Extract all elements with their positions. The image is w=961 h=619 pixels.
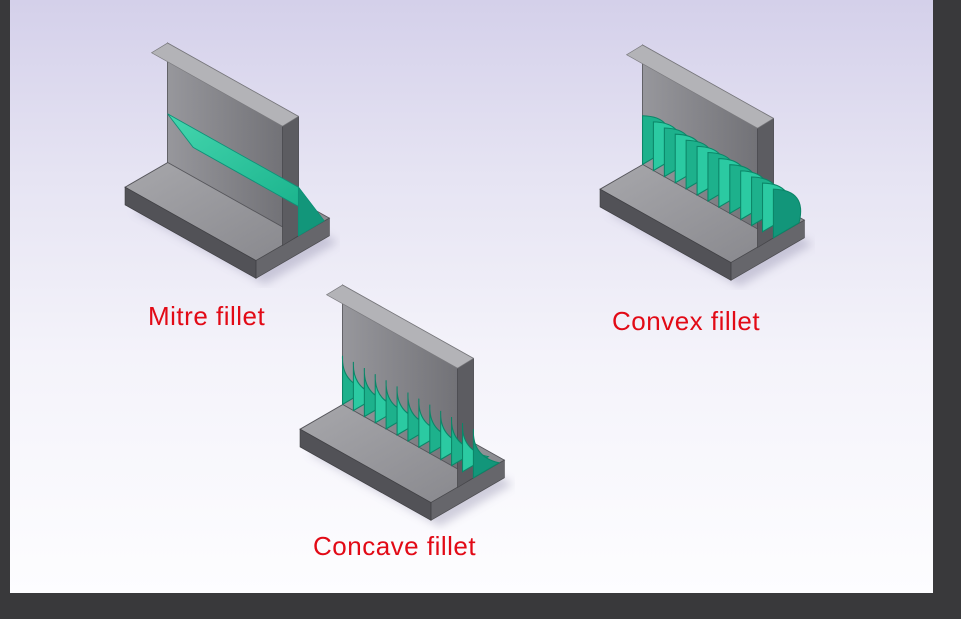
mitre-weld-bead	[167, 113, 325, 237]
mitre-fillet-drawing	[110, 5, 340, 288]
label-concave-fillet: Concave fillet	[313, 531, 477, 561]
convex-fillet-drawing	[585, 7, 815, 290]
convex-weld-bead	[641, 115, 802, 239]
figure-concave-fillet	[285, 247, 515, 530]
diagram-panel: Mitre fillet Convex fillet Concave fille…	[10, 0, 933, 593]
concave-weld-bead	[341, 355, 501, 479]
figure-mitre-fillet	[110, 5, 340, 288]
figure-convex-fillet	[585, 7, 815, 290]
label-convex-fillet: Convex fillet	[612, 306, 761, 336]
concave-fillet-drawing	[285, 247, 515, 530]
label-mitre-fillet: Mitre fillet	[148, 301, 266, 331]
